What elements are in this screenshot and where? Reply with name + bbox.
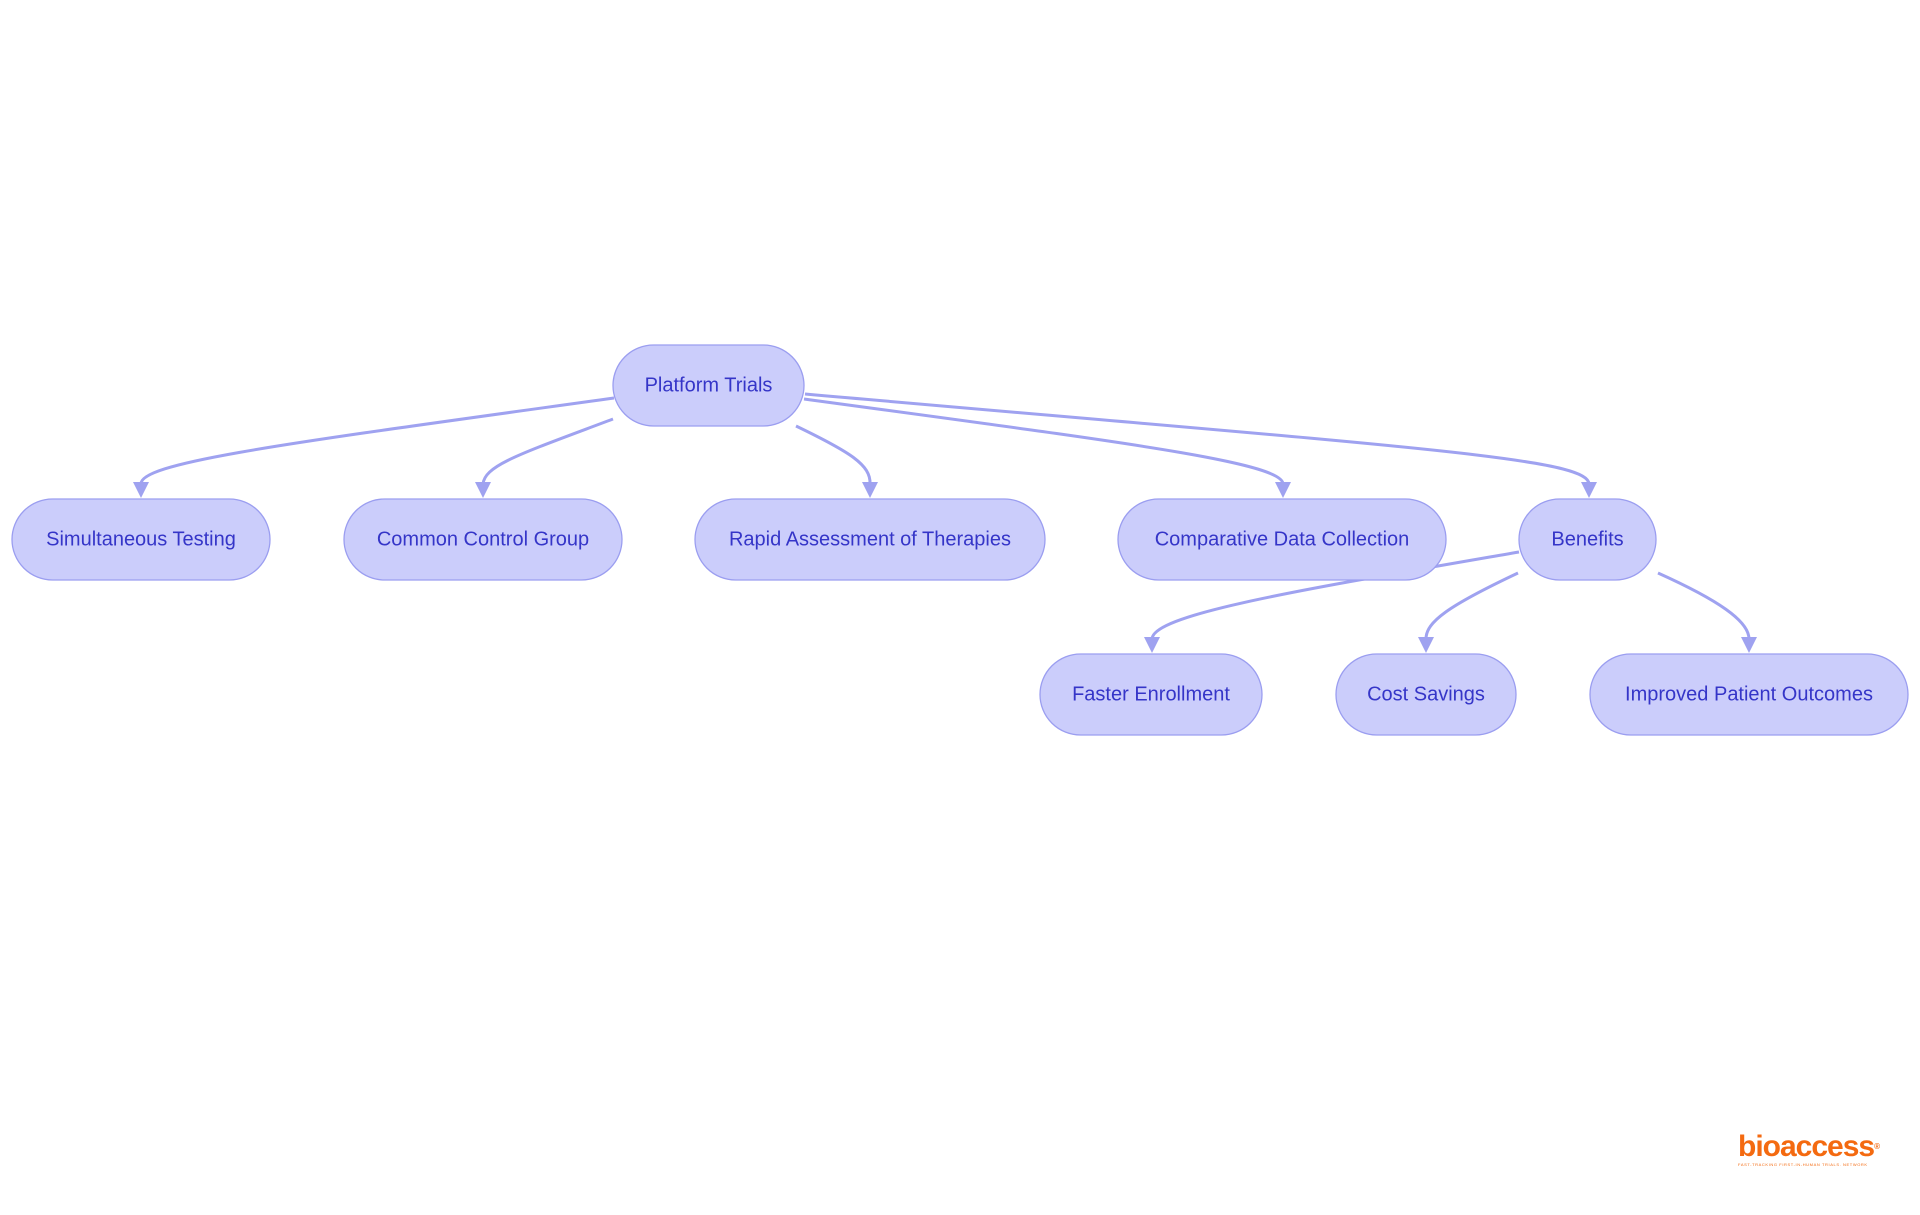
edge-root-to-comparative-data (803, 397, 1285, 485)
node-label: Platform Trials (645, 375, 773, 397)
arrowhead (133, 482, 149, 498)
logo-wordmark: bioaccess® (1738, 1130, 1880, 1163)
logo-wordmark-text: bioaccess (1738, 1130, 1875, 1163)
bioaccess-logo: bioaccess® FAST-TRACKING FIRST-IN-HUMAN … (1738, 1130, 1880, 1168)
node-benefits: Benefits (1518, 498, 1657, 581)
logo-tagline: FAST-TRACKING FIRST-IN-HUMAN TRIALS. NET… (1738, 1162, 1868, 1167)
arrowhead (475, 482, 491, 498)
arrowhead (1275, 482, 1291, 498)
edge-benefits-to-cost-savings (1424, 571, 1519, 640)
node-cost-savings: Cost Savings (1335, 653, 1517, 736)
node-label: Comparative Data Collection (1155, 529, 1410, 551)
edge-root-to-benefits (804, 392, 1591, 485)
edge-root-to-common-control-group (481, 417, 614, 485)
node-label: Simultaneous Testing (46, 529, 236, 551)
node-rapid-assessment-of-therapies: Rapid Assessment of Therapies (694, 498, 1046, 581)
node-label: Benefits (1551, 529, 1623, 551)
registered-mark: ® (1874, 1142, 1880, 1151)
node-platform-trials: Platform Trials (612, 344, 805, 427)
arrowhead (862, 482, 878, 498)
node-common-control-group: Common Control Group (343, 498, 623, 581)
node-faster-enrollment: Faster Enrollment (1039, 653, 1263, 736)
arrowhead (1581, 482, 1597, 498)
node-label: Faster Enrollment (1072, 684, 1230, 706)
node-label: Common Control Group (377, 529, 589, 551)
arrowhead (1741, 637, 1757, 653)
edge-root-to-rapid-assessment (795, 424, 872, 485)
edge-root-to-simultaneous-testing (139, 396, 615, 485)
arrowhead (1418, 637, 1434, 653)
node-simultaneous-testing: Simultaneous Testing (11, 498, 271, 581)
node-comparative-data-collection: Comparative Data Collection (1117, 498, 1447, 581)
arrowhead (1144, 637, 1160, 653)
node-label: Improved Patient Outcomes (1625, 684, 1873, 706)
node-label: Rapid Assessment of Therapies (729, 529, 1011, 551)
node-label: Cost Savings (1367, 684, 1485, 706)
node-improved-patient-outcomes: Improved Patient Outcomes (1589, 653, 1909, 736)
edge-benefits-to-improved-outcomes (1657, 571, 1751, 640)
